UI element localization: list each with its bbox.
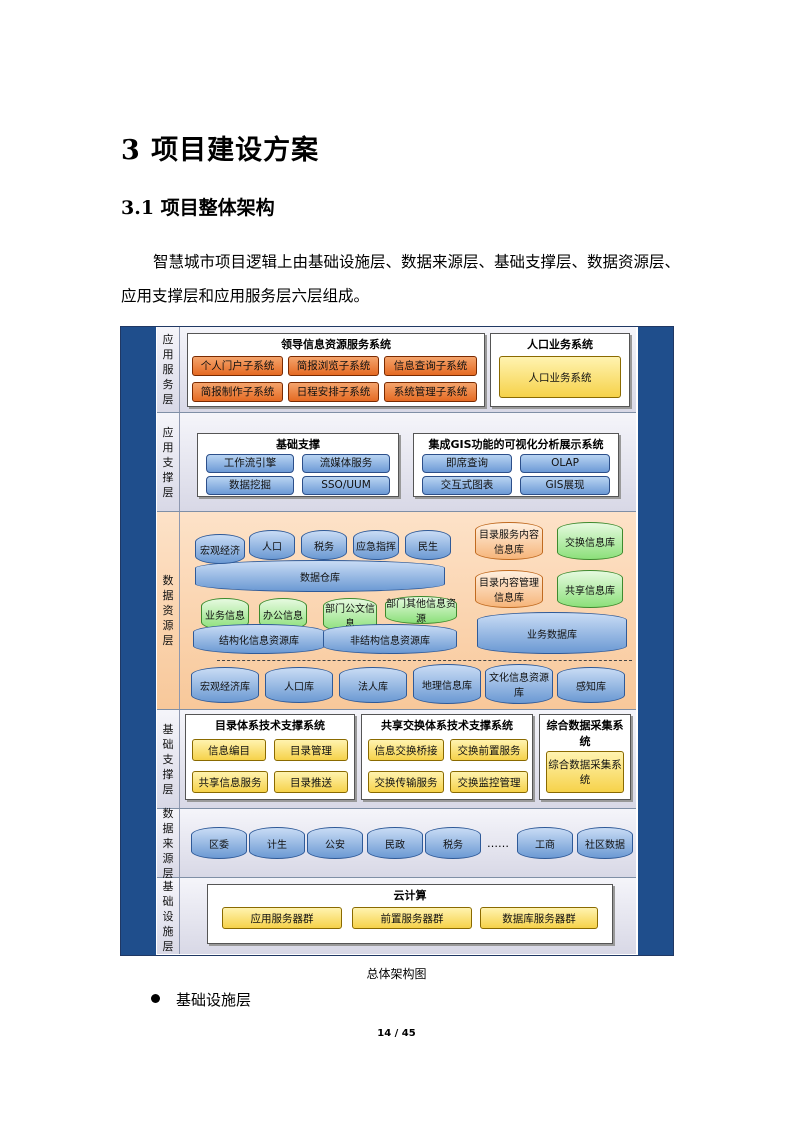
- dashed-divider: [217, 660, 632, 661]
- support-button[interactable]: 数据挖掘: [206, 476, 294, 495]
- app-button[interactable]: 简报制作子系统: [192, 382, 283, 402]
- base-db[interactable]: 感知库: [557, 667, 625, 703]
- group-title: 领导信息资源服务系统: [281, 338, 391, 351]
- layer-label-app-service: 应用服务层: [157, 327, 180, 412]
- page-number: 14 / 45: [377, 1028, 416, 1039]
- exchange-button[interactable]: 信息交换桥接: [368, 739, 444, 761]
- unstructured-resource-db[interactable]: 非结构信息资源库: [323, 624, 457, 654]
- support-button[interactable]: 工作流引擎: [206, 454, 294, 473]
- source-db[interactable]: 工商: [517, 827, 573, 859]
- warehouse-topic-db[interactable]: 宏观经济: [195, 534, 245, 564]
- layer-base-support: 基础支撑层 目录体系技术支撑系统 信息编目 目录管理 共享信息服务 目录推送 共…: [157, 710, 636, 809]
- group-title: 目录体系技术支撑系统: [215, 719, 325, 732]
- group-population: 人口业务系统 人口业务系统: [490, 333, 630, 407]
- catalog-manage-db[interactable]: 目录内容管理信息库: [475, 570, 543, 608]
- business-db[interactable]: 业务数据库: [477, 612, 627, 654]
- source-db[interactable]: 公安: [307, 827, 363, 859]
- architecture-diagram: 应用服务层 领导信息资源服务系统 个人门户子系统 简报浏览子系统 信息查询子系统…: [120, 326, 674, 956]
- bullet-dot-icon: [151, 994, 160, 1003]
- layer-label-infrastructure: 基础设施层: [157, 878, 180, 954]
- source-db[interactable]: 计生: [249, 827, 305, 859]
- catalog-button[interactable]: 信息编目: [192, 739, 266, 761]
- support-button[interactable]: 流媒体服务: [302, 454, 390, 473]
- catalog-button[interactable]: 共享信息服务: [192, 771, 268, 793]
- warehouse-topic-db[interactable]: 应急指挥: [353, 530, 399, 560]
- heading-1: 3 项目建设方案: [121, 135, 320, 166]
- bullet-item: 基础设施层: [176, 991, 252, 1009]
- group-catalog-system: 目录体系技术支撑系统 信息编目 目录管理 共享信息服务 目录推送: [185, 714, 355, 800]
- exchange-button[interactable]: 交换传输服务: [368, 771, 444, 793]
- support-button[interactable]: GIS展现: [520, 476, 610, 495]
- source-db[interactable]: 区委: [191, 827, 247, 859]
- figure-caption: 总体架构图: [366, 967, 427, 981]
- population-system-button[interactable]: 人口业务系统: [499, 356, 621, 398]
- group-title: 基础支撑: [276, 438, 320, 451]
- left-sidebar: [121, 327, 156, 955]
- base-db[interactable]: 人口库: [265, 667, 333, 703]
- app-button[interactable]: 个人门户子系统: [192, 356, 283, 376]
- app-button[interactable]: 日程安排子系统: [288, 382, 379, 402]
- share-info-db[interactable]: 共享信息库: [557, 570, 623, 608]
- source-db[interactable]: 税务: [425, 827, 481, 859]
- server-group-button[interactable]: 前置服务器群: [352, 907, 472, 929]
- support-button[interactable]: OLAP: [520, 454, 610, 473]
- ellipsis: ……: [487, 837, 509, 850]
- app-button[interactable]: 信息查询子系统: [384, 356, 477, 376]
- server-group-button[interactable]: 应用服务器群: [222, 907, 342, 929]
- group-cloud: 云计算 应用服务器群 前置服务器群 数据库服务器群: [207, 884, 613, 944]
- layer-label-base-support: 基础支撑层: [157, 710, 180, 808]
- layer-infrastructure: 基础设施层 云计算 应用服务器群 前置服务器群 数据库服务器群: [157, 878, 636, 954]
- base-db[interactable]: 地理信息库: [413, 664, 481, 704]
- group-title: 集成GIS功能的可视化分析展示系统: [428, 438, 604, 451]
- server-group-button[interactable]: 数据库服务器群: [480, 907, 598, 929]
- base-db[interactable]: 法人库: [339, 667, 407, 703]
- warehouse-topic-db[interactable]: 税务: [301, 530, 347, 560]
- dept-other-db[interactable]: 部门其他信息资源: [385, 596, 457, 625]
- group-title: 人口业务系统: [527, 338, 593, 351]
- base-db[interactable]: 宏观经济库: [191, 667, 259, 703]
- layer-label-app-support: 应用支撑层: [157, 413, 180, 511]
- catalog-content-db[interactable]: 目录服务内容信息库: [475, 522, 543, 560]
- heading-2: 3.1 项目整体架构: [121, 197, 275, 219]
- group-title: 共享交换体系技术支撑系统: [381, 719, 513, 732]
- paragraph-line-2: 应用支撑层和应用服务层六层组成。: [121, 287, 370, 305]
- group-title: 综合数据采集系统: [546, 719, 624, 748]
- catalog-button[interactable]: 目录推送: [274, 771, 348, 793]
- app-button[interactable]: 简报浏览子系统: [288, 356, 379, 376]
- structured-resource-db[interactable]: 结构化信息资源库: [193, 624, 325, 654]
- exchange-button[interactable]: 交换前置服务: [450, 739, 528, 761]
- support-button[interactable]: 即席查询: [422, 454, 512, 473]
- source-db[interactable]: 社区数据: [577, 827, 633, 859]
- catalog-button[interactable]: 目录管理: [274, 739, 348, 761]
- warehouse-topic-db[interactable]: 民生: [405, 530, 451, 560]
- group-gis-visual: 集成GIS功能的可视化分析展示系统 即席查询 OLAP 交互式图表 GIS展现: [413, 433, 619, 497]
- paragraph-line-1: 智慧城市项目逻辑上由基础设施层、数据来源层、基础支撑层、数据资源层、: [153, 253, 681, 271]
- right-sidebar: [638, 327, 673, 955]
- source-db[interactable]: 民政: [367, 827, 423, 859]
- exchange-info-db[interactable]: 交换信息库: [557, 522, 623, 560]
- support-button[interactable]: SSO/UUM: [302, 476, 390, 495]
- exchange-button[interactable]: 交换监控管理: [450, 771, 528, 793]
- warehouse-topic-db[interactable]: 人口: [249, 530, 295, 560]
- group-collection-system: 综合数据采集系统 综合数据采集系统: [539, 714, 631, 800]
- support-button[interactable]: 交互式图表: [422, 476, 512, 495]
- layer-app-support: 应用支撑层 基础支撑 工作流引擎 流媒体服务 数据挖掘 SSO/UUM 集成GI…: [157, 413, 636, 512]
- layer-data-resource: 数据资源层 数据仓库 宏观经济 人口 税务 应急指挥 民生 目录服务内容信息库 …: [157, 512, 636, 710]
- base-db[interactable]: 文化信息资源库: [485, 664, 553, 704]
- app-button[interactable]: 系统管理子系统: [384, 382, 477, 402]
- group-exchange-system: 共享交换体系技术支撑系统 信息交换桥接 交换前置服务 交换传输服务 交换监控管理: [361, 714, 533, 800]
- layer-label-data-resource: 数据资源层: [157, 512, 180, 709]
- collection-button[interactable]: 综合数据采集系统: [546, 751, 624, 793]
- layer-data-source: 数据来源层 区委 计生 公安 民政 税务 …… 工商 社区数据: [157, 807, 636, 880]
- group-base-support: 基础支撑 工作流引擎 流媒体服务 数据挖掘 SSO/UUM: [197, 433, 399, 497]
- group-leader-info: 领导信息资源服务系统 个人门户子系统 简报浏览子系统 信息查询子系统 简报制作子…: [187, 333, 485, 407]
- data-warehouse-db[interactable]: 数据仓库: [195, 560, 445, 592]
- layer-app-service: 应用服务层 领导信息资源服务系统 个人门户子系统 简报浏览子系统 信息查询子系统…: [157, 327, 636, 413]
- layer-label-data-source: 数据来源层: [157, 807, 180, 880]
- group-title: 云计算: [393, 889, 427, 902]
